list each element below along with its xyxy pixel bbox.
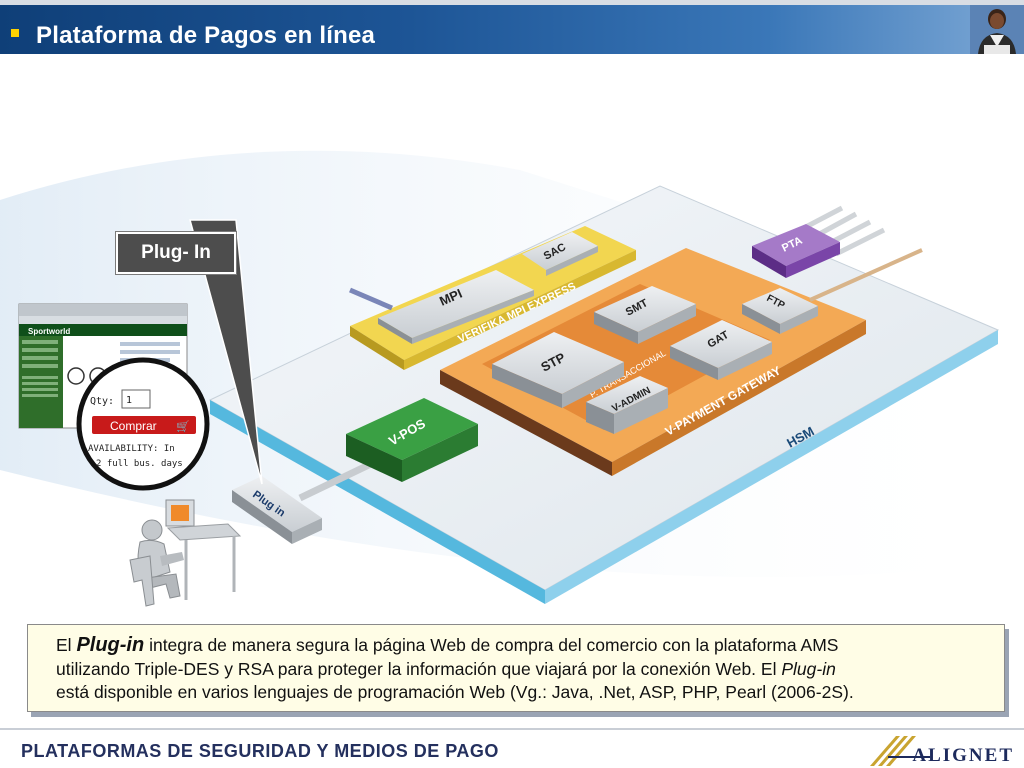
- plugin-callout: Plug- In: [116, 232, 236, 274]
- description-line2: utilizando Triple-DES y RSA para protege…: [56, 659, 776, 679]
- description-line1: integra de manera segura la página Web d…: [149, 635, 838, 655]
- availability-line1: AVAILABILITY: In: [88, 444, 175, 454]
- description-term: Plug-in: [76, 634, 144, 656]
- page-title: Plataforma de Pagos en línea: [36, 22, 375, 50]
- alignet-logo: ALIGNET: [864, 732, 1014, 766]
- footer-divider: [0, 728, 1024, 730]
- buy-button-label: Comprar: [110, 419, 157, 433]
- store-brand: Sportworld: [28, 327, 70, 336]
- description-prefix: El: [56, 635, 72, 655]
- magnifier: Qty: 1 Comprar 🛒 AVAILABILITY: In 2 full…: [79, 360, 207, 488]
- description-term-inline: Plug-in: [781, 659, 835, 679]
- description-box: El Plug-in integra de manera segura la p…: [27, 624, 1005, 712]
- presenter-avatar: [970, 5, 1024, 54]
- qty-value: 1: [126, 395, 132, 406]
- platform-diagram: HSM V-PAYMENT GATEWAY P. TRANSACCIONAL V…: [0, 54, 1024, 624]
- bullet-icon: [11, 29, 19, 37]
- qty-label: Qty:: [90, 396, 114, 407]
- footer-title: PLATAFORMAS DE SEGURIDAD Y MEDIOS DE PAG…: [21, 741, 499, 762]
- logo-text: ALIGNET: [912, 745, 1014, 767]
- header-bar: Plataforma de Pagos en línea: [0, 0, 1024, 54]
- description-line3: está disponible en varios lenguajes de p…: [56, 682, 854, 702]
- availability-line2: 2 full bus. days: [96, 459, 183, 469]
- cart-icon: 🛒: [176, 420, 190, 433]
